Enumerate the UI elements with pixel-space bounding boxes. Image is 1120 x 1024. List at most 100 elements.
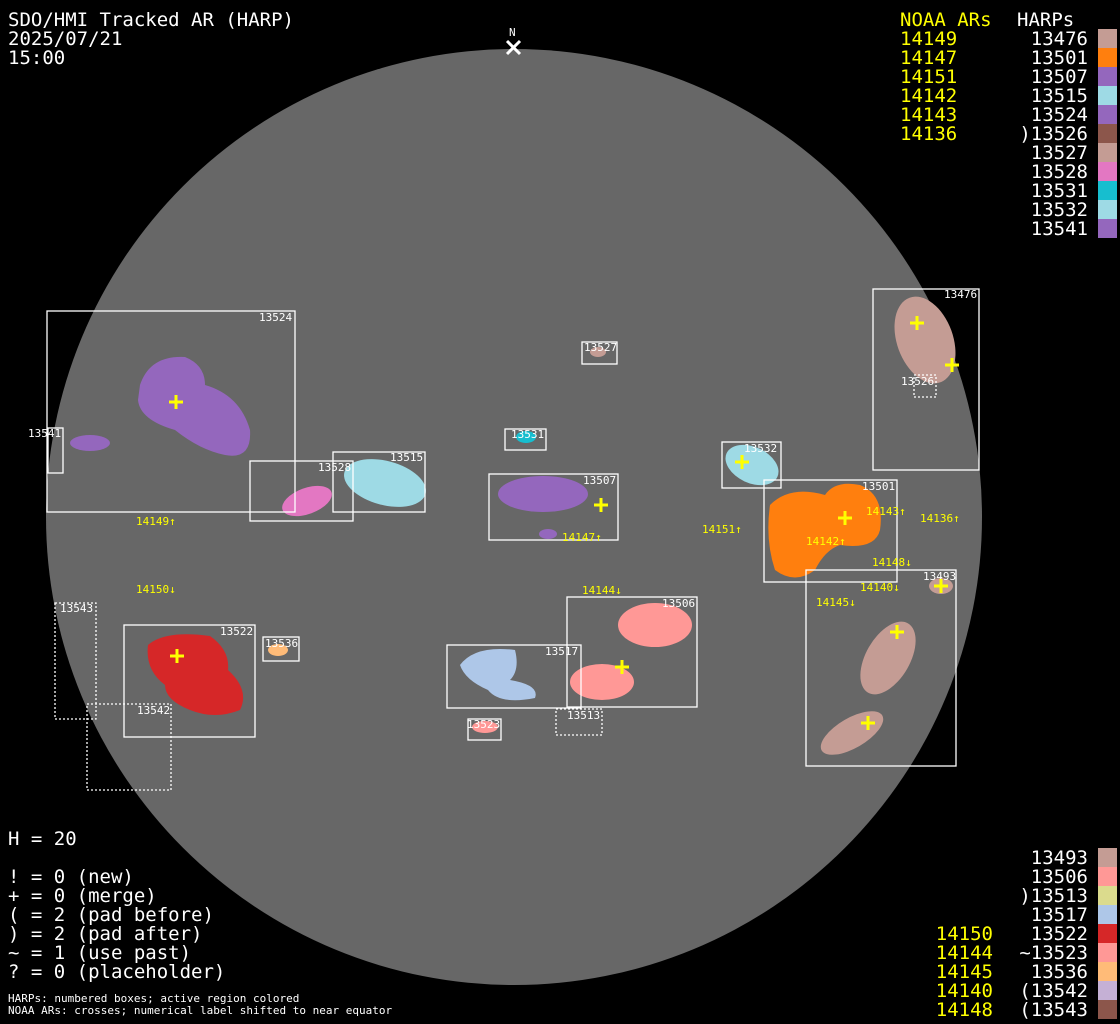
legend-entry: 13524 [1031, 104, 1088, 126]
region-13524 [138, 356, 251, 456]
noaa-cross-icon [945, 358, 959, 372]
legend-entry: (13543 [1019, 999, 1088, 1021]
noaa-cross-icon [169, 395, 183, 409]
noaa-header: NOAA ARs [900, 9, 992, 31]
h-count: H = 20 [8, 828, 77, 850]
legend-entry: )13526 [1019, 123, 1088, 145]
noaa-label: 14145↓ [816, 596, 856, 609]
legend-entry: 13476 [1031, 28, 1088, 50]
legend-entry: ! = 0 (new) [8, 866, 134, 888]
legend-entry: ? = 0 (placeholder) [8, 961, 225, 983]
region-13501 [768, 483, 881, 578]
harp-color-swatch [1098, 105, 1117, 124]
north-label: N [509, 26, 516, 39]
legend-entry: )13513 [1019, 885, 1088, 907]
harp-color-swatch [1098, 905, 1117, 924]
legend-entry: ) = 2 (pad after) [8, 923, 202, 945]
region-13507b [539, 529, 557, 539]
region-13522 [147, 634, 244, 715]
harp-color-swatch [1098, 200, 1117, 219]
noaa-label: 14148↓ [872, 556, 912, 569]
region-13536 [268, 644, 288, 656]
legend-entry: 13506 [1031, 866, 1088, 888]
legend-entry: (13542 [1019, 980, 1088, 1002]
harp-header: HARPs [1017, 9, 1074, 31]
harp-color-swatch [1098, 1000, 1117, 1019]
legend-entry: 14148 [936, 999, 993, 1021]
noaa-label: 14144↓ [582, 584, 622, 597]
noaa-label: 14142↑ [806, 535, 846, 548]
harp-color-swatch [1098, 48, 1117, 67]
harp-color-swatch [1098, 848, 1117, 867]
legend-entry: 14144 [936, 942, 993, 964]
noaa-labels: 14149↑ 14150↓ 14147↑ 14151↑ 14143↑ 14136… [136, 505, 960, 609]
noaa-cross-icon [838, 511, 852, 525]
harp-color-swatch [1098, 867, 1117, 886]
title: SDO/HMI Tracked AR (HARP) [8, 9, 294, 31]
noaa-label: 14151↑ [702, 523, 742, 536]
harp-box-label: 13536 [265, 637, 298, 650]
region-13476 [894, 296, 956, 384]
noaa-cross-icons [169, 316, 959, 730]
harp-color-swatch [1098, 181, 1117, 200]
harp-color-swatch [1098, 67, 1117, 86]
legend-entry: 14145 [936, 961, 993, 983]
harp-color-swatch [1098, 143, 1117, 162]
region-13506b [570, 664, 634, 700]
legend-entry: 14147 [900, 47, 957, 69]
harp-color-swatch [1098, 124, 1117, 143]
date: 2025/07/21 [8, 28, 122, 50]
harp-box-label: 13506 [662, 597, 695, 610]
noaa-label: 14143↑ [866, 505, 906, 518]
region-13493b [860, 621, 916, 695]
harp-box-label: 13531 [511, 428, 544, 441]
harp-box-label: 13522 [220, 625, 253, 638]
region-13527 [590, 347, 606, 357]
legend-entry: 13528 [1031, 161, 1088, 183]
harp-box-label: 13528 [318, 461, 351, 474]
harp-box-label: 13524 [259, 311, 292, 324]
noaa-cross-icon [910, 316, 924, 330]
harp-box-label: 13526 [901, 375, 934, 388]
legend-entry: ~13523 [1019, 942, 1088, 964]
harp-box-label: 13527 [584, 341, 617, 354]
legend-entry: 13531 [1031, 180, 1088, 202]
harp-box-label: 13515 [390, 451, 423, 464]
legend-entry: 14150 [936, 923, 993, 945]
legend-entry: 13507 [1031, 66, 1088, 88]
harp-color-swatch [1098, 962, 1117, 981]
harp-color-swatch [1098, 886, 1117, 905]
top-harp-list: 1347613501135071351513524)13526135271352… [1019, 28, 1117, 240]
legend-entry: 14142 [900, 85, 957, 107]
harp-color-swatch [1098, 219, 1117, 238]
legend-entry: 13541 [1031, 218, 1088, 240]
region-13517 [460, 649, 536, 701]
noaa-cross-icon [934, 579, 948, 593]
legend-entry: ( = 2 (pad before) [8, 904, 214, 926]
region-13531 [516, 431, 536, 443]
footer-line-1: HARPs: numbered boxes; active region col… [8, 992, 299, 1005]
legend-entry: 14140 [936, 980, 993, 1002]
harp-color-swatch [1098, 924, 1117, 943]
legend-entry: 13493 [1031, 847, 1088, 869]
harp-box-label: 13543 [60, 602, 93, 615]
harp-box-label: 13523 [467, 718, 500, 731]
region-13532 [725, 444, 779, 486]
noaa-cross-icon [861, 716, 875, 730]
active-regions [70, 296, 956, 755]
noaa-label: 14150↓ [136, 583, 176, 596]
harp-color-swatch [1098, 86, 1117, 105]
legend-entry: 14143 [900, 104, 957, 126]
harp-box-label: 13532 [744, 442, 777, 455]
time: 15:00 [8, 47, 65, 69]
harp-color-swatch [1098, 162, 1117, 181]
stats-list: ! = 0 (new)+ = 0 (merge)( = 2 (pad befor… [8, 866, 225, 983]
harp-box-label: 13507 [583, 474, 616, 487]
legend-entry: 13532 [1031, 199, 1088, 221]
noaa-label: 14136↑ [920, 512, 960, 525]
legend-entry: 14136 [900, 123, 957, 145]
legend-entry: 13527 [1031, 142, 1088, 164]
noaa-label: 14149↑ [136, 515, 176, 528]
region-13506 [618, 603, 692, 647]
